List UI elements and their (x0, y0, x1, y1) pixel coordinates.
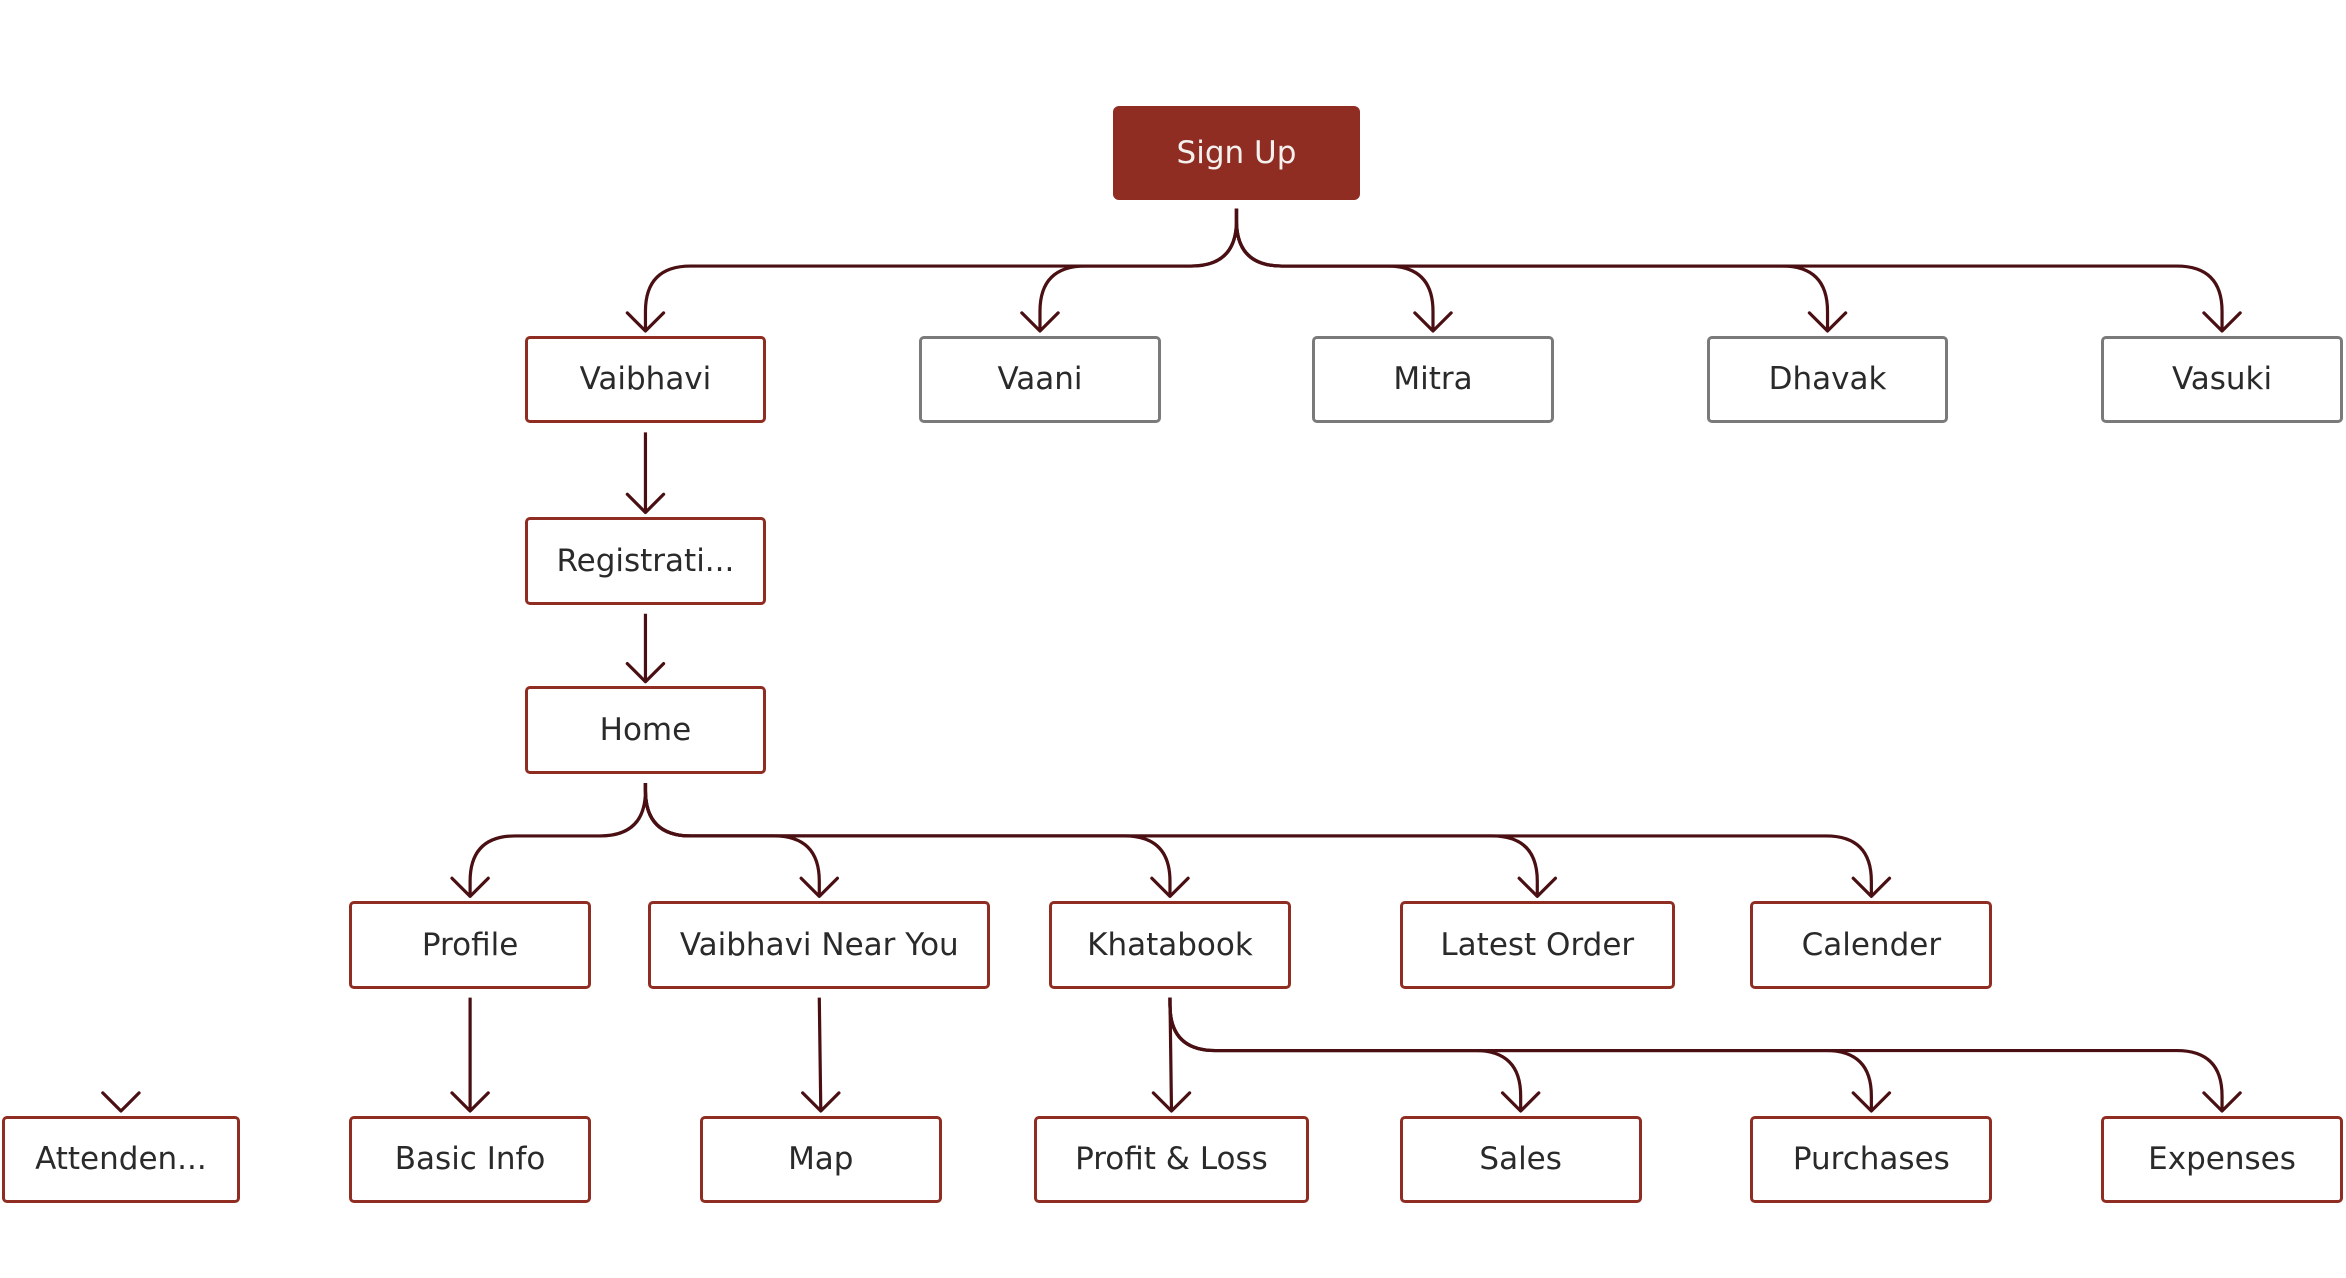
edge-khatabook-to-purchases (1168, 997, 1892, 1113)
arrowhead-icon (1517, 876, 1558, 898)
edge-home-to-vaibhavi-near-you (643, 783, 840, 898)
node-calender[interactable]: Calender (1750, 900, 1993, 989)
edge-home-to-khatabook (643, 783, 1190, 898)
node-vaani[interactable]: Vaani (919, 335, 1161, 424)
edge-khatabook-to-expenses (1168, 997, 2242, 1113)
arrowhead-icon (1807, 311, 1848, 333)
node-attendance[interactable]: Attenden... (1, 1115, 241, 1204)
node-basic-info[interactable]: Basic Info (349, 1115, 592, 1204)
node-khatabook[interactable]: Khatabook (1049, 900, 1291, 989)
arrowhead-icon (625, 661, 666, 684)
edge-sign-up-to-mitra (1234, 208, 1453, 333)
arrowhead-icon (450, 876, 490, 898)
edge-sign-up-to-vasuki (1234, 208, 2242, 333)
node-sign-up[interactable]: Sign Up (1112, 105, 1361, 200)
arrowhead-icon (625, 311, 666, 333)
arrowhead-icon (1851, 876, 1892, 898)
arrowhead-icon (101, 1091, 141, 1113)
arrowhead-icon (625, 492, 666, 515)
arrowhead-icon (450, 1091, 490, 1113)
arrowhead-icon (1151, 1091, 1192, 1113)
arrowhead-icon (1851, 1091, 1892, 1113)
edge-khatabook-to-sales (1168, 997, 1541, 1113)
node-vasuki[interactable]: Vasuki (2101, 335, 2343, 424)
node-registration[interactable]: Registrati... (524, 516, 767, 605)
edge-home-to-calender (643, 783, 1892, 898)
arrowhead-icon (1500, 1091, 1541, 1113)
edge-registration-to-home (625, 613, 666, 684)
edge-vaibhavi-to-registration (625, 432, 666, 515)
node-mitra[interactable]: Mitra (1312, 335, 1554, 424)
node-profile[interactable]: Profile (349, 900, 592, 989)
node-map[interactable]: Map (699, 1115, 942, 1204)
arrowhead-icon (1020, 311, 1060, 333)
node-purchases[interactable]: Purchases (1750, 1115, 1993, 1204)
edge-sign-up-to-vaani (1020, 208, 1239, 333)
node-sales[interactable]: Sales (1399, 1115, 1642, 1204)
edge-sign-up-to-dhavak (1234, 208, 1848, 333)
node-dhavak[interactable]: Dhavak (1706, 335, 1949, 424)
node-vaibhavi-near-you[interactable]: Vaibhavi Near You (648, 900, 991, 989)
node-expenses[interactable]: Expenses (2101, 1115, 2343, 1204)
node-profit-loss[interactable]: Profit & Loss (1033, 1115, 1310, 1204)
edge-home-to-latest-order (643, 783, 1558, 898)
edge-vaibhavi-near-you-to-map (801, 997, 841, 1113)
node-home[interactable]: Home (524, 686, 767, 774)
edge-profile-to-attendance (101, 1091, 141, 1113)
arrowhead-icon (1150, 876, 1190, 898)
arrowhead-icon (799, 876, 840, 898)
node-vaibhavi[interactable]: Vaibhavi (524, 335, 767, 424)
edge-profile-to-basic-info (450, 997, 490, 1113)
edge-sign-up-to-vaibhavi (625, 208, 1239, 333)
node-latest-order[interactable]: Latest Order (1399, 900, 1675, 989)
arrowhead-icon (801, 1091, 841, 1113)
edge-home-to-profile (450, 783, 648, 898)
arrowhead-icon (2202, 311, 2242, 333)
arrowhead-icon (2202, 1091, 2242, 1113)
arrowhead-icon (1413, 311, 1453, 333)
